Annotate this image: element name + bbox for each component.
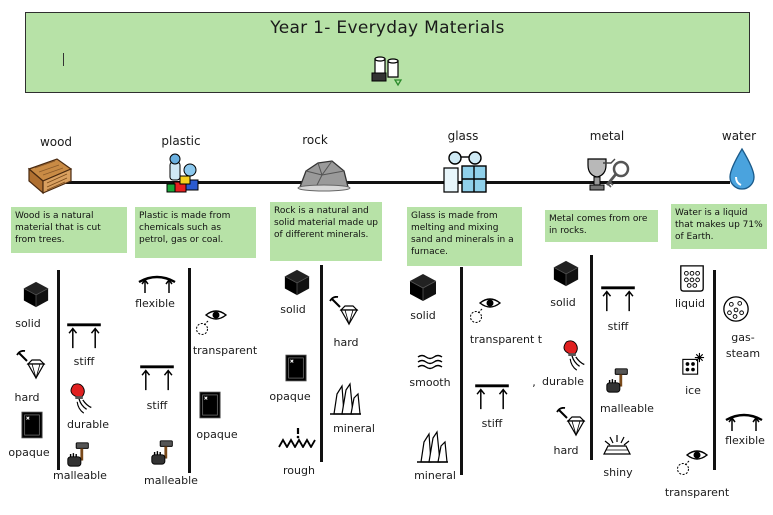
shiny-icon <box>600 434 634 456</box>
timeline-line <box>66 181 730 184</box>
opaque-icon <box>21 411 43 439</box>
solid-icon <box>22 280 50 308</box>
glass-divider <box>460 267 463 475</box>
property-label: opaque <box>8 446 50 459</box>
property-label: steam <box>725 347 761 360</box>
plastic-divider <box>188 268 191 473</box>
definition-metal: Metal comes from ore in rocks. <box>545 210 658 242</box>
property-label: solid <box>280 303 306 316</box>
property-label: stiff <box>73 355 95 368</box>
property-label: transparent t <box>469 333 543 346</box>
flexible-icon <box>137 272 177 294</box>
property-label: hard <box>14 391 40 404</box>
property-label: transparent <box>664 486 730 499</box>
stiff-icon <box>472 383 512 411</box>
rough-icon <box>278 428 318 448</box>
property-label: solid <box>15 317 41 330</box>
diamond-pick-icon <box>16 350 46 380</box>
text-cursor <box>63 53 64 66</box>
minerals-icon <box>328 382 362 416</box>
hammer-icon <box>604 366 632 394</box>
eye-icon <box>196 307 230 337</box>
solid-icon <box>552 259 580 287</box>
diamond-pick-icon <box>329 296 359 326</box>
water-divider <box>713 270 716 470</box>
eye-icon <box>677 447 711 477</box>
smooth-icon <box>416 354 446 370</box>
metal-objects-icon <box>585 155 631 195</box>
page-title: Year 1- Everyday Materials <box>270 18 505 38</box>
solid-icon <box>283 268 311 296</box>
property-label: malleable <box>144 474 198 487</box>
opaque-icon <box>199 391 221 419</box>
property-label: gas- <box>731 331 755 344</box>
hammer-icon <box>149 438 177 466</box>
material-name-metal: metal <box>589 129 625 143</box>
definition-wood: Wood is a natural material that is cut f… <box>11 207 127 253</box>
glasses-window-icon <box>442 150 488 194</box>
property-label: hard <box>333 336 359 349</box>
wood-log-icon <box>27 155 73 195</box>
property-label: hard <box>553 444 579 457</box>
liquid-icon <box>678 264 706 292</box>
property-label: smooth <box>409 376 451 389</box>
material-name-glass: glass <box>447 129 479 143</box>
definition-rock: Rock is a natural and solid material mad… <box>270 202 382 261</box>
water-drop-icon <box>726 147 758 191</box>
property-label: mineral <box>333 422 375 435</box>
materials-icon <box>370 55 404 87</box>
property-label: ice <box>685 384 701 397</box>
diamond-pick-icon <box>556 407 586 437</box>
property-label: transparent <box>192 344 258 357</box>
rock-divider <box>320 265 323 462</box>
rock-icon <box>296 157 351 193</box>
property-label: durable <box>541 375 585 388</box>
property-label: malleable <box>53 469 107 482</box>
metal-divider <box>590 255 593 460</box>
property-label: durable <box>66 418 110 431</box>
hammer-icon <box>65 440 93 468</box>
definition-glass: Glass is made from melting and mixing sa… <box>407 207 522 266</box>
definition-water: Water is a liquid that makes up 71% of E… <box>671 204 767 249</box>
property-label: stiff <box>481 417 503 430</box>
wood-divider <box>57 270 60 470</box>
material-name-rock: rock <box>302 133 328 147</box>
stiff-icon <box>64 322 104 350</box>
material-name-water: water <box>721 129 757 143</box>
material-name-plastic: plastic <box>161 134 201 148</box>
property-label: liquid <box>674 297 706 310</box>
property-label: mineral <box>414 469 456 482</box>
minerals-icon <box>415 430 449 464</box>
header-banner: Year 1- Everyday Materials <box>25 12 750 93</box>
property-label: opaque <box>269 390 311 403</box>
eye-icon <box>470 295 504 325</box>
flexible-icon <box>724 410 764 432</box>
property-label: stiff <box>146 399 168 412</box>
gas-icon <box>722 295 750 323</box>
property-label: flexible <box>725 434 765 447</box>
solid-icon <box>408 272 438 302</box>
property-label: solid <box>550 296 576 309</box>
opaque-icon <box>285 354 307 382</box>
plastic-toys-icon <box>164 152 208 196</box>
definition-plastic: Plastic is made from chemicals such as p… <box>135 207 256 258</box>
property-label: shiny <box>603 466 633 479</box>
property-label: flexible <box>135 297 175 310</box>
stray-comma: , <box>532 376 536 389</box>
property-label: stiff <box>607 320 629 333</box>
stiff-icon <box>137 364 177 392</box>
property-label: rough <box>283 464 315 477</box>
property-label: opaque <box>196 428 238 441</box>
stiff-icon <box>598 285 638 313</box>
property-label: malleable <box>600 402 654 415</box>
material-name-wood: wood <box>39 135 73 149</box>
durable-icon <box>558 340 588 372</box>
property-label: solid <box>410 309 436 322</box>
ice-icon <box>681 352 705 376</box>
durable-icon <box>65 383 95 415</box>
